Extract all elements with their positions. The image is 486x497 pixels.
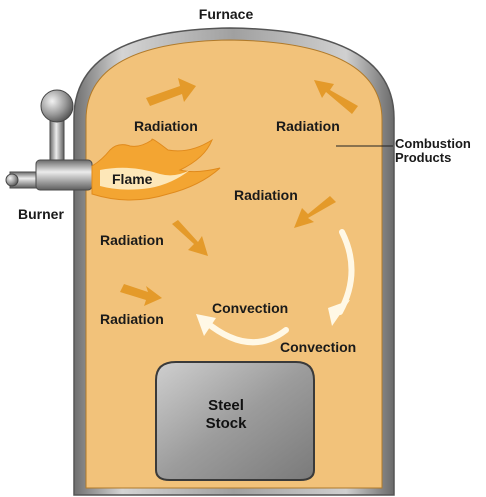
radiation-arrow-middle [294, 196, 336, 228]
radiation-label-top-right: Radiation [276, 118, 340, 134]
diagram-title: Furnace [199, 6, 254, 22]
radiation-label-left: Radiation [100, 232, 164, 248]
combustion-label-line1: Combustion [395, 136, 471, 151]
steel-label-line2: Stock [206, 415, 248, 432]
burner-assembly [5, 89, 93, 191]
combustion-label-line2: Products [395, 150, 451, 165]
radiation-arrow-top-right [314, 80, 358, 114]
convection-label-outer: Convection [280, 339, 356, 355]
radiation-arrow-bottom-left [120, 284, 162, 306]
steel-label-line1: Steel [208, 397, 244, 414]
burner-label: Burner [18, 206, 64, 222]
flame-label: Flame [112, 171, 153, 187]
steel-stock [155, 361, 315, 481]
convection-arrowhead-inner [196, 314, 216, 336]
convection-arrow-inner [203, 319, 289, 346]
radiation-arrow-left [172, 220, 208, 256]
convection-arrowhead-right [328, 300, 350, 326]
radiation-arrow-top-left [146, 78, 196, 106]
radiation-label-middle: Radiation [234, 187, 298, 203]
burner-knob [40, 89, 74, 123]
convection-label-inner: Convection [212, 300, 288, 316]
radiation-label-top-left: Radiation [134, 118, 198, 134]
flame-core [100, 167, 190, 190]
radiation-label-bottom-left: Radiation [100, 311, 164, 327]
